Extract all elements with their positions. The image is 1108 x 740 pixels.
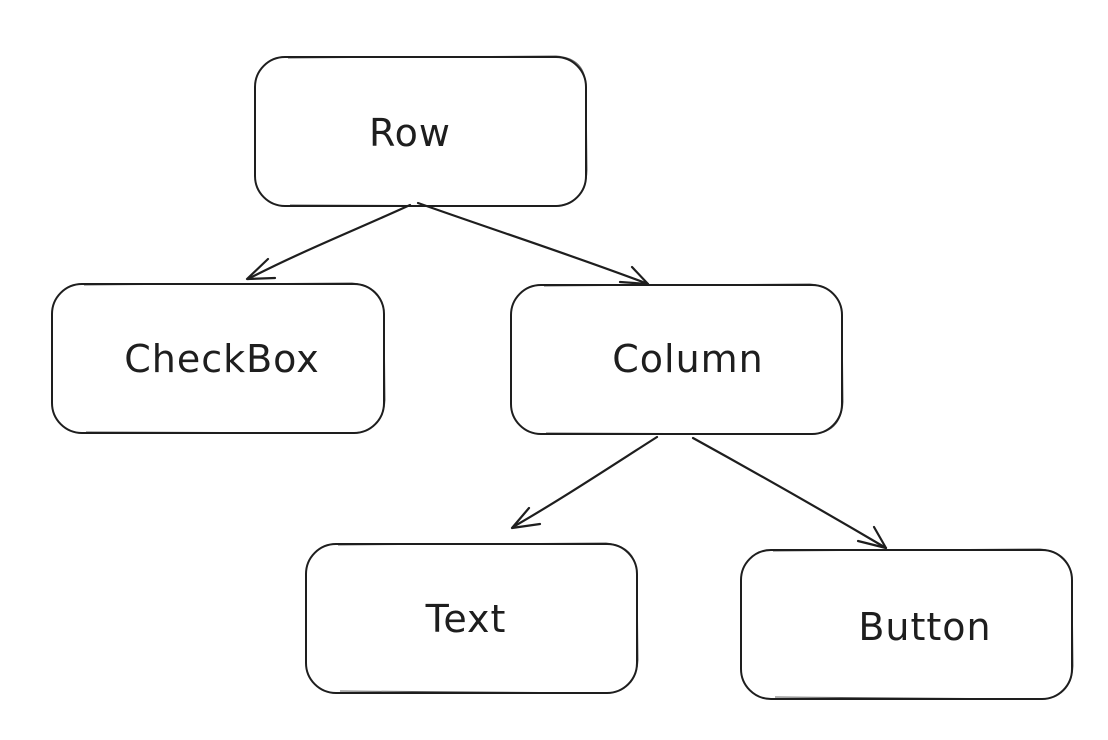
node-label-text: Text	[425, 597, 507, 641]
arrowhead-icon	[245, 257, 277, 281]
node-checkbox[interactable]: CheckBox	[51, 282, 386, 434]
node-label-checkbox: CheckBox	[124, 337, 320, 381]
node-column[interactable]: Column	[510, 283, 844, 435]
edge-column-to-button	[691, 436, 888, 550]
node-text[interactable]: Text	[305, 542, 639, 694]
node-label-column: Column	[612, 337, 764, 381]
edge-line	[416, 201, 650, 286]
node-button[interactable]: Button	[740, 548, 1074, 700]
edge-column-to-text	[510, 435, 659, 530]
edge-line	[691, 436, 888, 550]
edge-line	[246, 203, 412, 281]
edge-row-to-column	[416, 201, 650, 286]
node-label-button: Button	[858, 605, 991, 649]
node-row[interactable]: Row	[254, 55, 588, 207]
node-label-row: Row	[369, 111, 451, 155]
arrowhead-icon	[856, 525, 888, 550]
arrowhead-icon	[510, 506, 542, 530]
edge-line	[511, 435, 659, 529]
edge-row-to-checkbox	[245, 203, 412, 281]
